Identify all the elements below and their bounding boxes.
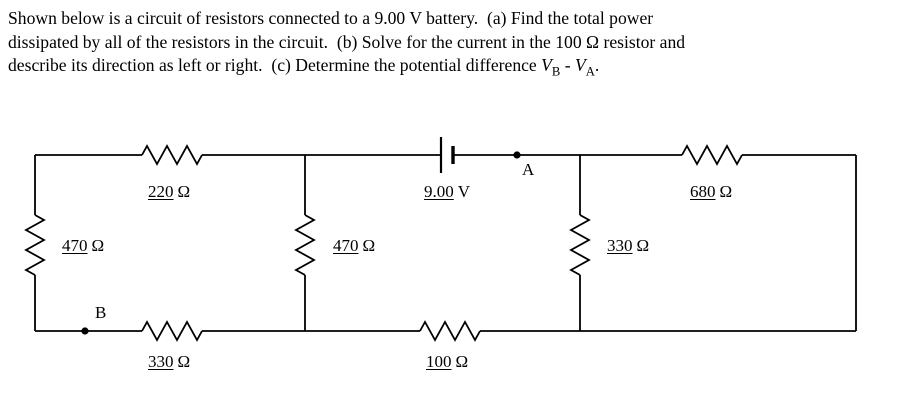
subscript-b: B xyxy=(551,64,561,79)
voltage-symbol-a: V xyxy=(575,55,586,76)
resistor-220-zigzag xyxy=(141,144,203,166)
voltage-symbol-b: V xyxy=(541,55,552,76)
problem-line-2: dissipated by all of the resistors in th… xyxy=(8,31,686,52)
resistor-470-middle-zigzag xyxy=(294,214,316,276)
node-b-dot xyxy=(81,327,89,335)
problem-line-1: Shown below is a circuit of resistors co… xyxy=(8,8,654,28)
resistor-100-zigzag xyxy=(419,320,481,342)
resistor-470-left-zigzag xyxy=(24,214,46,276)
problem-text: Shown below is a circuit of resistors co… xyxy=(8,7,685,78)
resistor-330-right-zigzag xyxy=(569,214,591,276)
resistor-330-bottom-zigzag xyxy=(141,320,203,342)
resistor-680-zigzag xyxy=(681,144,743,166)
node-b-label: B xyxy=(95,303,107,322)
problem-line-3: describe its direction as left or right.… xyxy=(8,55,600,79)
subscript-a: A xyxy=(585,64,595,79)
circuit-wires xyxy=(24,137,857,342)
node-a-label: A xyxy=(522,160,535,179)
node-a-dot xyxy=(513,151,521,159)
